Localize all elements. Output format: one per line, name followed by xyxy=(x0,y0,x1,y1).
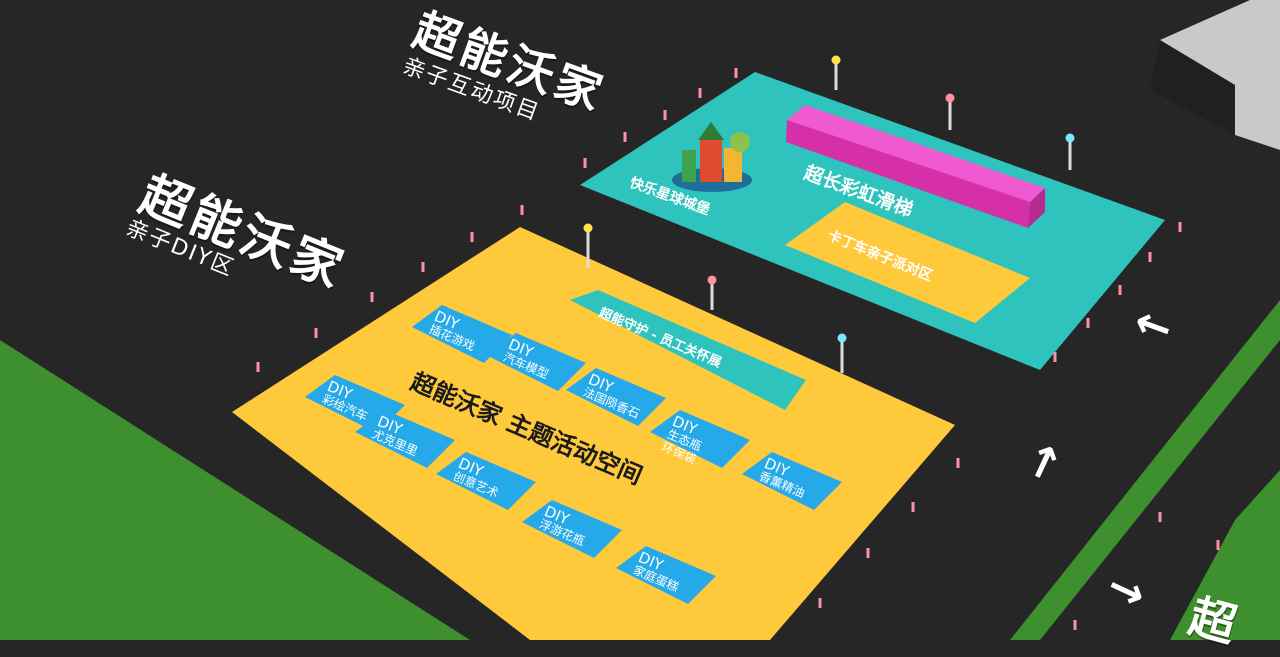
lamp xyxy=(707,275,717,285)
castle-icon xyxy=(672,122,752,192)
grass-right xyxy=(1010,300,1280,640)
diy-tile xyxy=(742,452,842,510)
party-zone xyxy=(785,202,1030,323)
lamp xyxy=(831,55,841,65)
diy-tile xyxy=(616,546,716,604)
venue-map xyxy=(0,0,1280,640)
diy-tile xyxy=(650,410,750,468)
building xyxy=(1160,0,1280,150)
building-shadow xyxy=(1150,40,1235,135)
lamp xyxy=(583,223,593,233)
diy-tile xyxy=(436,452,536,510)
lamp xyxy=(945,93,955,103)
grass-left xyxy=(0,340,470,640)
slide-end xyxy=(1028,188,1045,228)
grass-corner xyxy=(1170,470,1280,640)
diy-tile xyxy=(566,368,666,426)
poles xyxy=(256,55,1220,630)
diy-tile xyxy=(412,305,512,363)
diy-tiles xyxy=(305,305,842,604)
diy-tile xyxy=(355,410,455,468)
slide-front xyxy=(786,120,1030,228)
lamp xyxy=(1065,133,1075,143)
yellow-zone xyxy=(232,227,955,640)
diy-tile xyxy=(522,500,622,558)
banner xyxy=(570,290,806,410)
diy-tile xyxy=(486,333,586,391)
lamp xyxy=(837,333,847,343)
slide-top xyxy=(787,105,1045,202)
